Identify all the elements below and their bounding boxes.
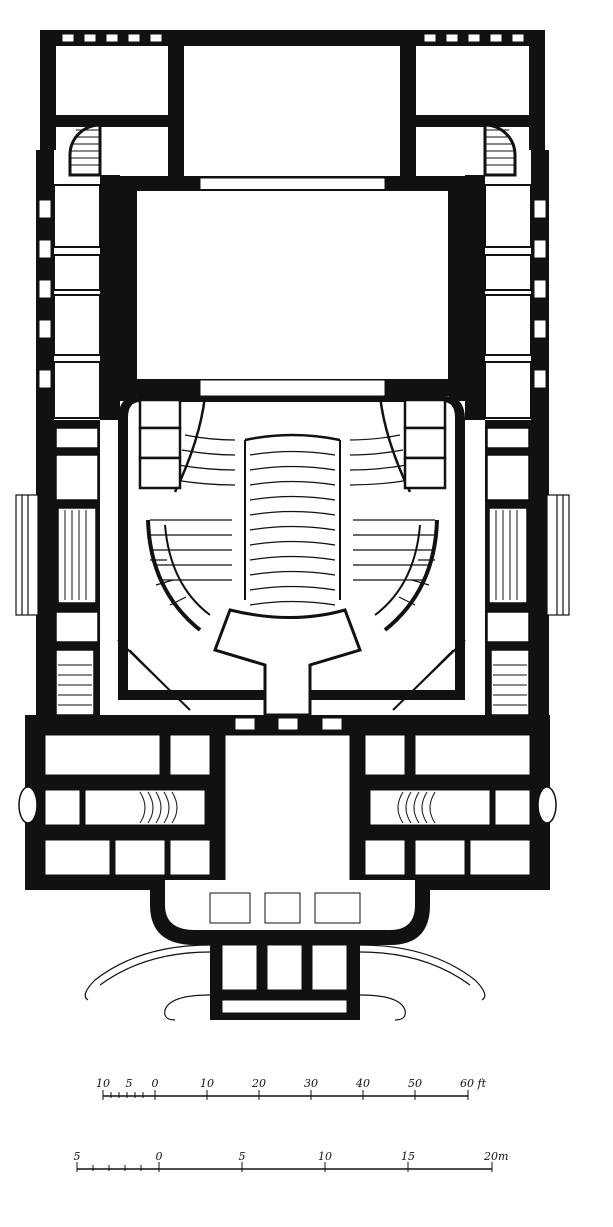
ft-tick-label-1: 5 <box>126 1077 133 1090</box>
ft-tick-label-3: 10 <box>200 1077 214 1090</box>
scale-bar-feet: 10 5 0 10 20 30 40 50 60 ft <box>96 1077 487 1100</box>
side-porches <box>15 494 570 616</box>
auditorium <box>117 396 466 711</box>
ft-tick-label-7: 50 <box>408 1077 422 1090</box>
side-wings <box>36 150 549 720</box>
m-tick-label-3: 10 <box>318 1150 332 1163</box>
portico <box>84 880 486 1021</box>
foyer <box>18 715 557 890</box>
ft-tick-label-5: 30 <box>304 1077 318 1090</box>
ft-tick-label-6: 40 <box>355 1077 370 1090</box>
side-stairs-middle <box>54 420 531 720</box>
top-windows <box>61 33 525 43</box>
ft-tick-label-8: 60 ft <box>460 1077 487 1090</box>
m-tick-label-1: 0 <box>156 1150 163 1163</box>
m-tick-label-0: 5 <box>74 1150 81 1163</box>
ft-tick-label-2: 0 <box>152 1077 159 1090</box>
ft-tick-label-0: 10 <box>96 1077 110 1090</box>
balcony-boxes <box>138 398 447 490</box>
stage-room <box>120 176 465 401</box>
scale-bar-meters: 5 0 5 10 15 20m <box>74 1150 508 1172</box>
ft-tick-label-4: 20 <box>251 1077 266 1090</box>
m-tick-label-4: 15 <box>401 1150 415 1163</box>
stage-block <box>40 30 545 180</box>
upper-stairs <box>68 123 517 177</box>
m-tick-label-2: 5 <box>239 1150 246 1163</box>
m-tick-label-5: 20m <box>483 1150 508 1163</box>
